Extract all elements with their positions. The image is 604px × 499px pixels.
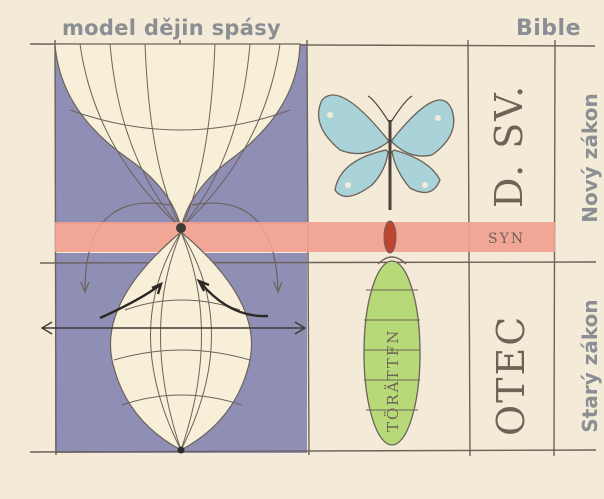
new-testament-label: Nový zákon xyxy=(578,88,602,228)
son-band xyxy=(55,222,555,252)
cocoon-icon xyxy=(384,221,396,253)
label-spirit: D. SV. xyxy=(487,84,531,208)
label-father: OTEC xyxy=(489,315,533,436)
label-son: SYN xyxy=(488,231,525,247)
bottom-node xyxy=(178,447,185,454)
diagram-title: model dějin spásy xyxy=(62,16,281,40)
old-testament-label: Starý zákon xyxy=(578,296,602,436)
butterfly-icon xyxy=(319,95,454,210)
bible-label: Bible xyxy=(516,16,581,41)
crossing-node xyxy=(176,223,186,233)
caterpillar-text: TÖRÄTTFN xyxy=(384,329,402,432)
